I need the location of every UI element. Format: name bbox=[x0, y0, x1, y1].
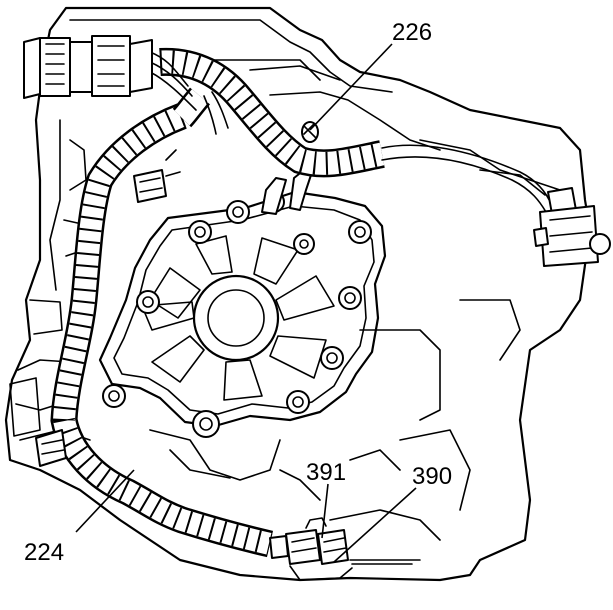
bolt bbox=[192, 410, 220, 438]
bolt bbox=[320, 346, 344, 370]
bolt bbox=[293, 233, 315, 255]
bolt bbox=[136, 290, 160, 314]
main-harness-connector bbox=[23, 35, 153, 99]
callout-391: 391 bbox=[306, 459, 346, 486]
wiring-harness-226 bbox=[149, 47, 553, 213]
callout-224: 224 bbox=[24, 539, 64, 566]
connector-391 bbox=[269, 517, 327, 565]
bolt bbox=[188, 220, 212, 244]
solenoid-connector-right bbox=[533, 187, 611, 267]
bolt bbox=[286, 390, 310, 414]
callout-226: 226 bbox=[392, 19, 432, 46]
leader-224 bbox=[75, 469, 135, 533]
leader-391 bbox=[321, 483, 329, 539]
callout-390: 390 bbox=[412, 463, 452, 490]
bolt bbox=[102, 384, 126, 408]
harness-clip-upper-left bbox=[133, 149, 181, 203]
leader-lines bbox=[75, 43, 417, 563]
bolt bbox=[338, 286, 362, 310]
leader-390 bbox=[333, 487, 417, 563]
harness-clip-lower-left bbox=[9, 377, 67, 467]
bolt bbox=[348, 220, 372, 244]
wiring-harness-224 bbox=[50, 103, 274, 558]
leader-226 bbox=[309, 43, 393, 131]
bolt bbox=[226, 200, 250, 224]
cover-bolts bbox=[102, 191, 372, 438]
